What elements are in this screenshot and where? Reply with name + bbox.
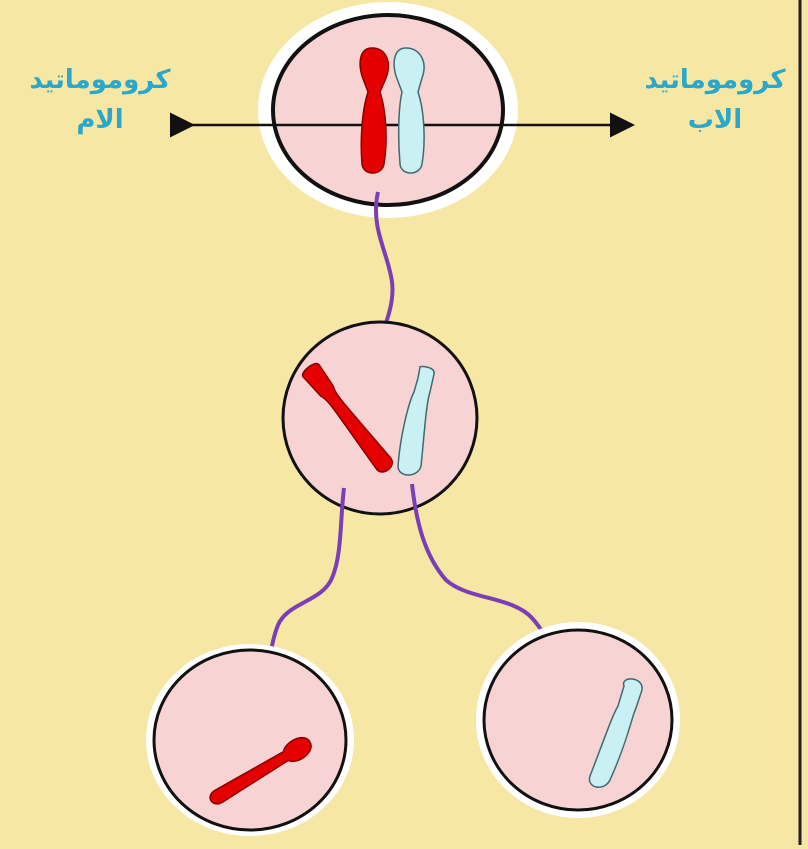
paternal-chromatid-label: كروموماتيد الاب: [630, 60, 800, 140]
maternal-chromatid-top: [360, 48, 388, 173]
paternal-chromatid-top: [394, 48, 424, 173]
bottom-right-cell: [484, 630, 672, 810]
maternal-label-line1: كروموماتيد: [20, 60, 180, 100]
top-cell: [273, 15, 503, 205]
maternal-label-line2: الام: [20, 100, 180, 140]
paternal-label-line1: كروموماتيد: [630, 60, 800, 100]
bottom-left-cell: [154, 650, 346, 830]
maternal-chromatid-label: كروموماتيد الام: [20, 60, 180, 140]
middle-cell: [283, 322, 477, 514]
paternal-label-line2: الاب: [630, 100, 800, 140]
